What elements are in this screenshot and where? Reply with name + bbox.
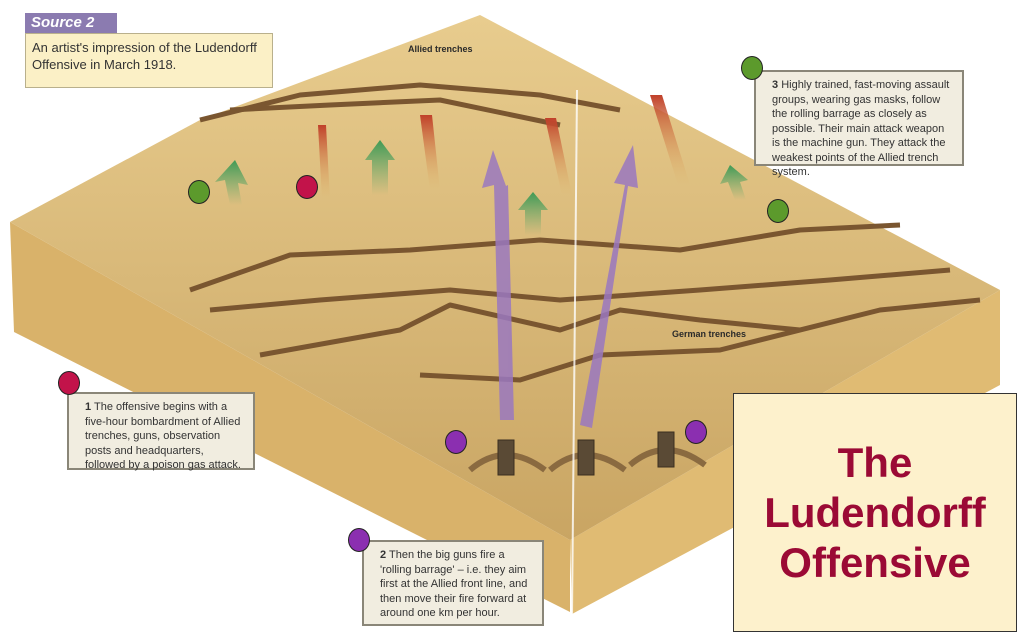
callout-2: 2 Then the big guns fire a 'rolling barr…: [362, 540, 544, 626]
green-marker: [767, 199, 789, 223]
callout-text: Then the big guns fire a 'rolling barrag…: [380, 549, 528, 619]
callout-text: Highly trained, fast-moving assault grou…: [772, 79, 950, 178]
red-marker: [296, 175, 318, 199]
purple-marker: [348, 528, 370, 552]
allied-trenches-label: Allied trenches: [408, 44, 473, 54]
page-fold: [571, 89, 578, 616]
source-caption: An artist's impression of the Ludendorff…: [25, 33, 273, 88]
slide-title: The Ludendorff Offensive: [733, 393, 1017, 632]
left-ground-face: [10, 222, 570, 612]
trenches: [189, 82, 981, 383]
source-tag: Source 2: [25, 13, 117, 33]
red-marker: [58, 371, 80, 395]
german-trenches-label: German trenches: [672, 329, 747, 339]
purple-marker: [685, 420, 707, 444]
callout-1: 1 The offensive begins with a five-hour …: [67, 392, 255, 471]
callout-number: 2: [380, 549, 387, 561]
green-marker: [741, 56, 763, 80]
callout-number: 1: [85, 401, 92, 413]
callout-number: 3: [772, 79, 779, 91]
shell-trails: [318, 95, 690, 200]
gas-arrows: [215, 140, 748, 235]
callout-text: The offensive begins with a five-hour bo…: [85, 401, 241, 471]
green-marker: [188, 180, 210, 204]
barrage-arrows: [482, 145, 638, 428]
callout-3: 3 Highly trained, fast-moving assault gr…: [754, 70, 964, 178]
purple-marker: [445, 430, 467, 454]
artillery-guns: [468, 431, 707, 476]
